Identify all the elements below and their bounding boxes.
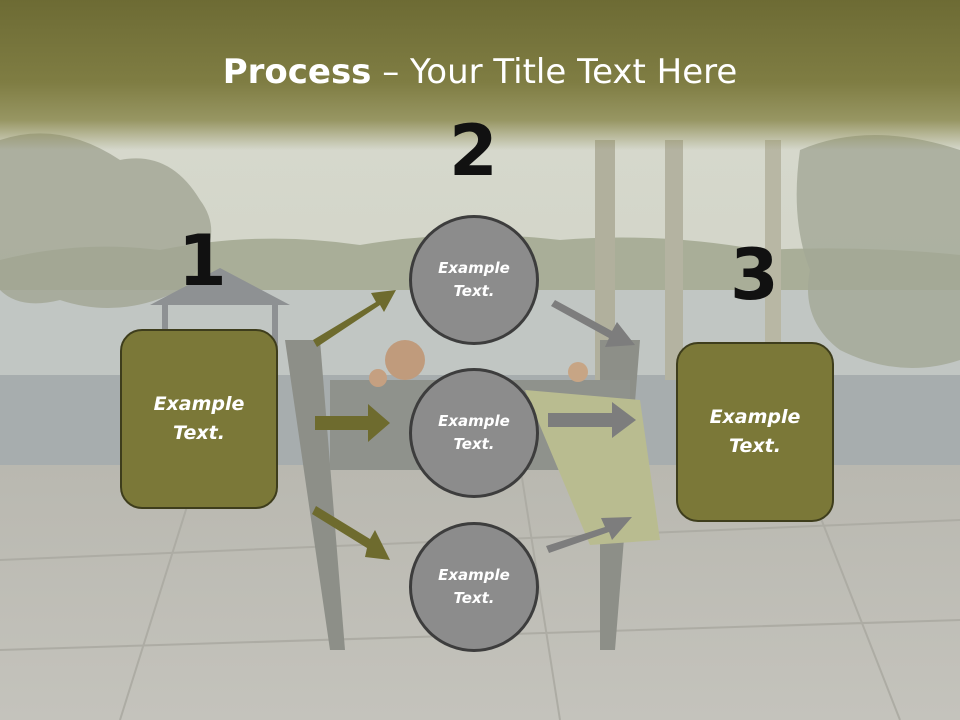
circle-bottom: Example Text. (409, 522, 539, 652)
circle-middle-label: Example Text. (438, 412, 510, 453)
step-box-1: Example Text. (120, 329, 278, 509)
arrow-from-middle-circle (548, 402, 636, 438)
arrow-to-top-circle (313, 290, 396, 347)
arrow-from-top-circle (551, 300, 635, 347)
circle-bottom-label: Example Text. (438, 566, 510, 607)
circle-middle: Example Text. (409, 368, 539, 498)
step-box-3: Example Text. (676, 342, 834, 522)
arrow-from-bottom-circle (546, 517, 632, 553)
arrow-to-middle-circle (315, 404, 390, 442)
title-band (0, 0, 960, 150)
step-number-3: 3 (730, 234, 779, 316)
circle-top: Example Text. (409, 215, 539, 345)
step-number-1: 1 (178, 220, 227, 302)
step-box-1-label: Example Text. (153, 393, 245, 444)
title-rest: – Your Title Text Here (371, 52, 738, 92)
circle-top-label: Example Text. (438, 259, 510, 300)
slide-title: Process – Your Title Text Here (0, 52, 960, 92)
step-box-3-label: Example Text. (709, 406, 801, 457)
step-number-2: 2 (449, 110, 498, 192)
arrow-to-bottom-circle (312, 506, 390, 560)
title-bold: Process (222, 52, 372, 92)
